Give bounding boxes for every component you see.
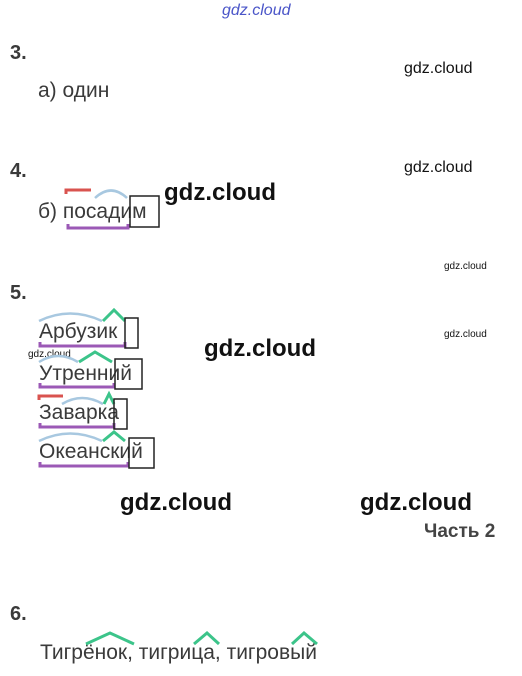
task-4-answer: б) посадим: [38, 200, 147, 224]
watermark-center-5: gdz.cloud: [204, 335, 316, 362]
part-label: Часть 2: [424, 521, 496, 542]
task-4-prefix: б): [38, 200, 63, 223]
word-1-ending-box: [124, 317, 139, 349]
word-3-prefix-mark: [37, 394, 63, 400]
watermark-bottom-left: gdz.cloud: [120, 489, 232, 516]
watermark-center-4: gdz.cloud: [164, 179, 276, 206]
watermark-right-2: gdz.cloud: [404, 159, 473, 176]
task-4-root-arc: [94, 189, 128, 199]
watermark-left-tiny: gdz.cloud: [28, 349, 71, 360]
task-6-number: 6.: [10, 603, 27, 625]
task-4-prefix-mark: [64, 188, 91, 194]
watermark-right-1: gdz.cloud: [404, 60, 473, 77]
task-5-number: 5.: [10, 282, 27, 304]
word-2-suffix-mark: [78, 350, 113, 364]
watermark-right-small-1: gdz.cloud: [444, 261, 487, 272]
task-4-base-underline: [66, 224, 130, 230]
watermark-right-small-2: gdz.cloud: [444, 329, 487, 340]
task-3-answer: а) один: [38, 79, 110, 102]
task-5-word-4: Океанский: [39, 440, 143, 463]
task-5-word-1: Арбузик: [39, 320, 118, 343]
task-3-number: 3.: [10, 42, 27, 64]
task-4-word: посадим: [62, 200, 147, 223]
task-5-word-3: Заварка: [39, 401, 119, 424]
task-5-word-2: Утренний: [39, 362, 132, 385]
task-4-number: 4.: [10, 160, 27, 182]
task-6-answer: Тигрёнок, тигрица, тигровый: [40, 641, 317, 664]
watermark-top: gdz.cloud: [222, 2, 291, 19]
watermark-bottom-right: gdz.cloud: [360, 489, 472, 516]
